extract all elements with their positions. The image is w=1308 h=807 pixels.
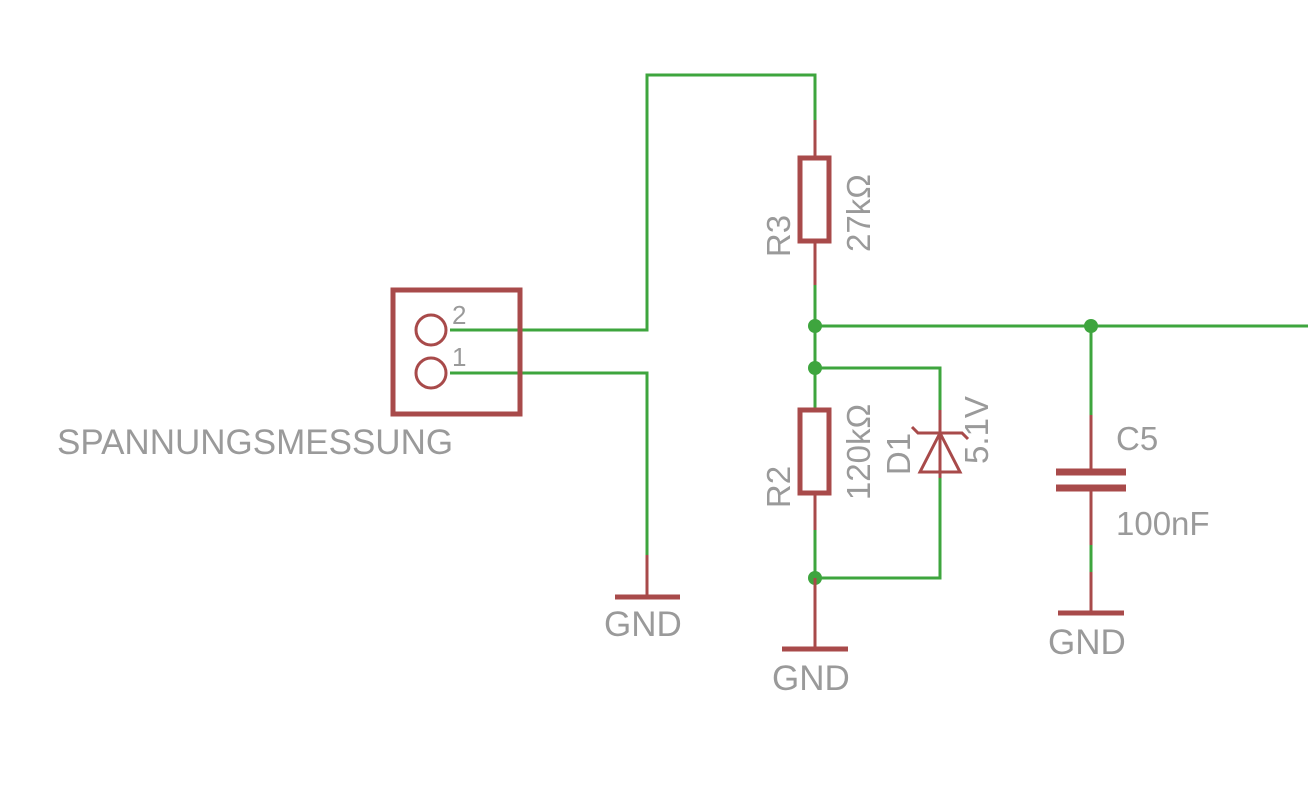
ground-capacitor: GND (1048, 572, 1126, 662)
pin-2-pad (414, 313, 448, 347)
wire-pin1-to-gnd (450, 371, 649, 555)
c5-name: C5 (1116, 420, 1158, 457)
capacitor-c5: C5 100nF (1056, 415, 1210, 545)
r3-name: R3 (760, 215, 797, 257)
connector-spannungsmessung: 2 1 SPANNUNGSMESSUNG (57, 287, 523, 462)
wire-pin2-to-top (450, 73, 817, 332)
r2-name: R2 (760, 466, 797, 508)
connector-name: SPANNUNGSMESSUNG (57, 423, 453, 462)
wire-diode-bottom (815, 478, 942, 580)
junction-dot (1084, 319, 1098, 333)
connector-body (390, 287, 523, 417)
gnd-label: GND (604, 605, 682, 644)
pin-2-label: 2 (452, 300, 466, 330)
gnd-label: GND (1048, 623, 1126, 662)
r2-value: 120kΩ (840, 404, 877, 500)
resistor-r2: R2 120kΩ (760, 404, 877, 530)
wire-to-diode-top (815, 366, 942, 410)
pin-1-pad (414, 356, 448, 390)
d1-value: 5.1V (958, 396, 995, 464)
ground-connector: GND (604, 555, 682, 644)
junction-dot (808, 361, 822, 375)
resistor-r3: R3 27kΩ (760, 120, 877, 285)
zener-diode-d1: D1 5.1V (880, 396, 995, 478)
wires (450, 73, 1308, 580)
r3-body (797, 155, 832, 244)
r3-value: 27kΩ (840, 174, 877, 252)
d1-name: D1 (880, 433, 917, 475)
pin-1-label: 1 (452, 342, 466, 372)
ground-divider: GND (772, 578, 850, 698)
r2-body (797, 407, 832, 496)
gnd-label: GND (772, 659, 850, 698)
c5-value: 100nF (1116, 505, 1210, 542)
junction-dot (808, 319, 822, 333)
